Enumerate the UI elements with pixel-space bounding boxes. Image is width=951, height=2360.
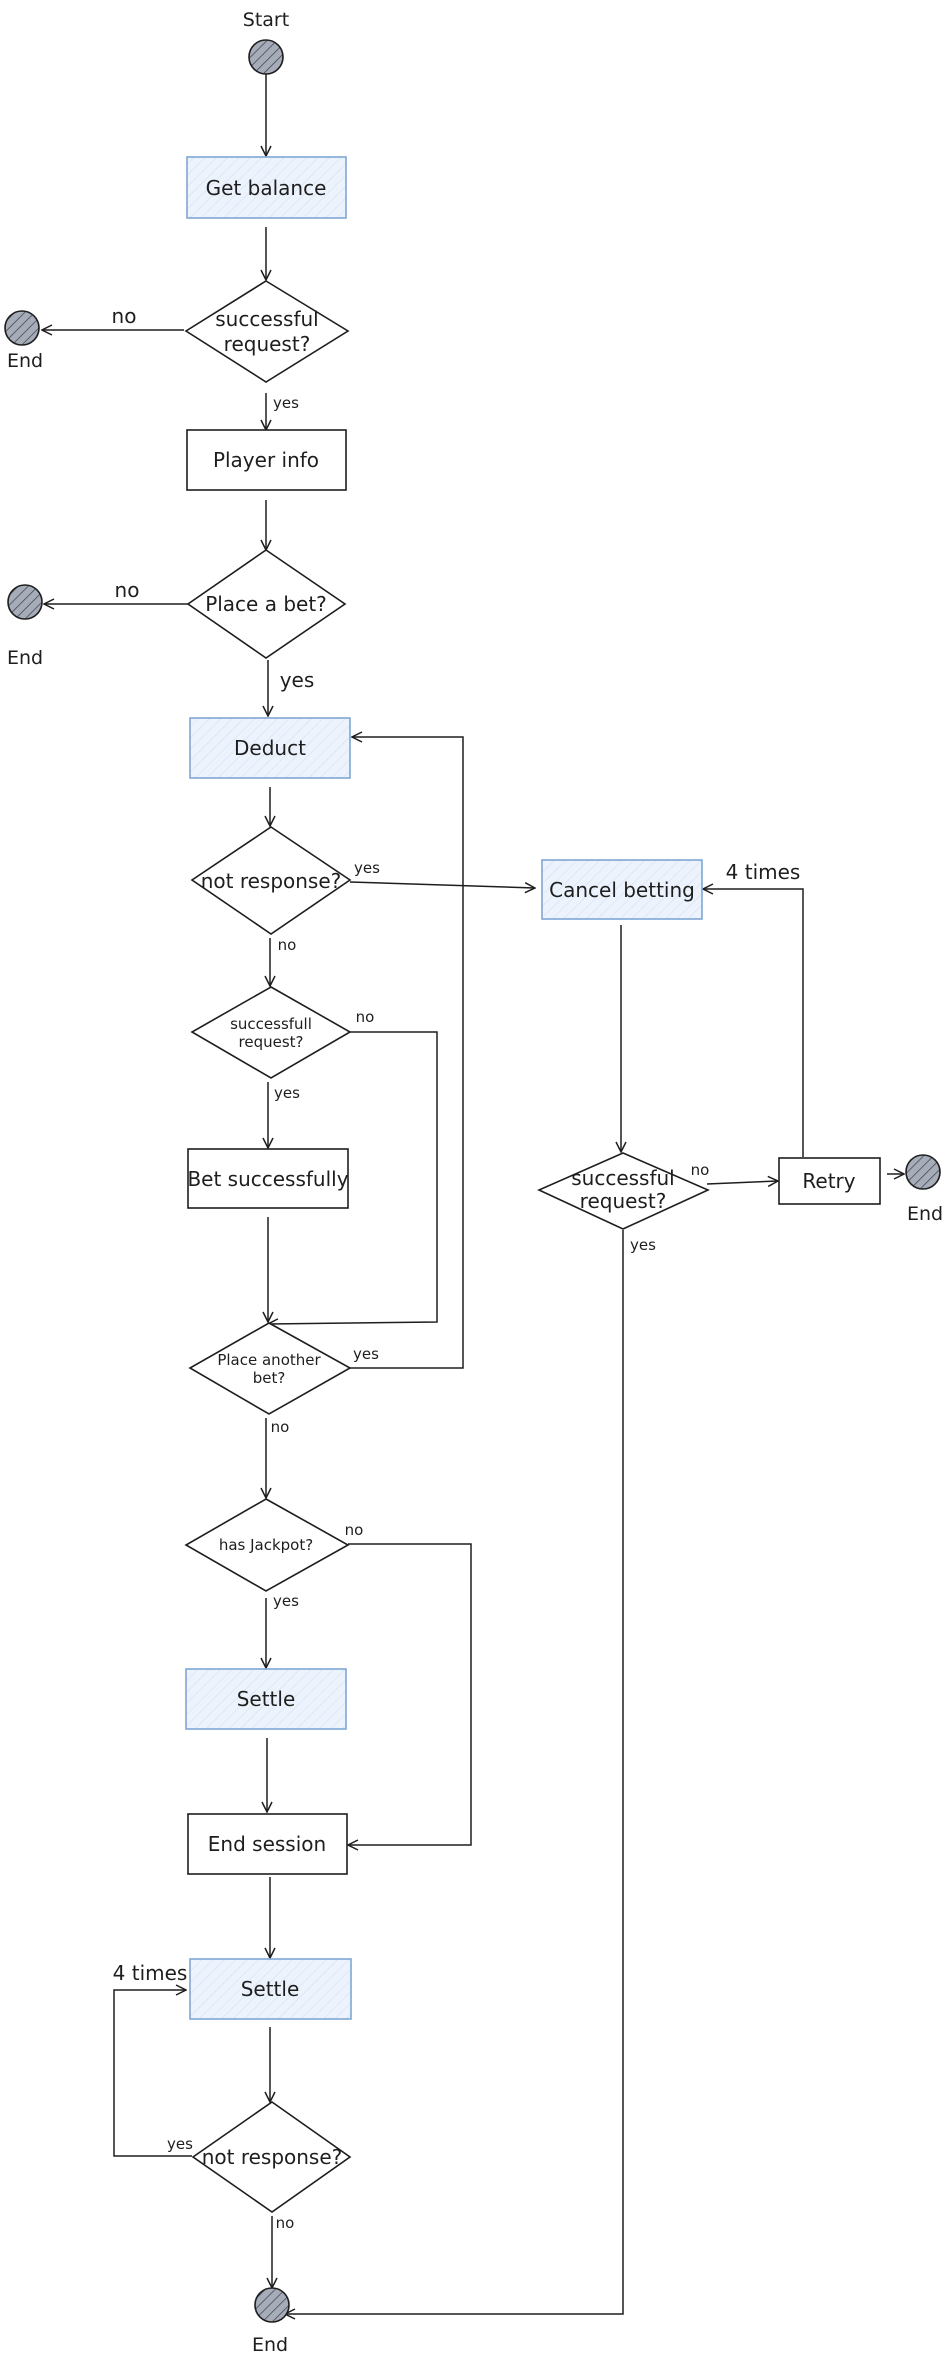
svg-text:request?: request? [580,1189,667,1213]
edge-decision3-no-retry [706,1181,778,1184]
edge-labels: no yes no yes yes no no yes yes no no ye… [112,304,801,2232]
label-yes-5: yes [353,1345,379,1363]
node-cancel-betting: Cancel betting [541,859,703,920]
svg-text:Place another: Place another [217,1351,321,1369]
label-yes-8: yes [630,1236,656,1254]
start-label: Start [243,9,289,31]
edge-not-response-yes-cancel [349,881,535,888]
decision-place-a-bet: Place a bet? [186,549,347,659]
decision-has-jackpot: has Jackpot? [184,1498,350,1592]
node-settle-1: Settle [185,1668,347,1730]
label-no-6: no [345,1521,364,1539]
label-no-4: no [356,1008,375,1026]
svg-text:End session: End session [208,1832,326,1856]
label-no-1: no [112,304,137,328]
svg-text:Get balance: Get balance [206,176,327,200]
node-retry: Retry [778,1157,881,1205]
edges [42,72,904,2314]
label-no-7: no [276,2214,295,2232]
svg-text:Place a bet?: Place a bet? [205,592,327,616]
end-terminal-1 [4,310,40,346]
end-terminal-4 [254,2287,290,2323]
svg-text:bet?: bet? [253,1369,286,1387]
svg-text:not response?: not response? [202,2145,343,2169]
decision-not-response-2: not response? [191,2101,352,2213]
svg-text:Retry: Retry [802,1169,855,1193]
label-no-3: no [278,936,297,954]
end-label-4: End [252,2334,288,2356]
edge-decision3-yes-end [285,1230,624,2314]
end-terminal-2 [7,584,43,620]
label-yes-3: yes [354,859,380,877]
label-four-times-2: 4 times [726,860,801,884]
end-label-1: End [7,350,43,372]
terminals: Start End End End End [4,9,943,2356]
end-label-2: End [7,647,43,669]
node-bet-successfully: Bet successfully [187,1148,349,1209]
edge-jackpot-no-end-session [348,1543,472,1845]
label-yes-1: yes [273,394,299,412]
end-terminal-3 [905,1154,941,1190]
process-nodes: Get balance Player info Deduct Bet succe… [185,156,881,2020]
label-yes-2: yes [280,668,315,692]
node-settle-2: Settle [189,1958,352,2020]
decision-not-response-1: not response? [190,826,352,935]
label-yes-7: yes [167,2135,193,2153]
start-terminal [248,39,284,75]
decision-successful-request-1: successful request? [184,280,350,383]
label-no-2: no [115,578,140,602]
edge-retry-loop-cancel [703,889,804,1157]
svg-text:Settle: Settle [237,1687,296,1711]
svg-text:Bet successfully: Bet successfully [187,1167,348,1191]
edge-decision2-no-place-another [268,1031,438,1324]
node-player-info: Player info [186,429,347,491]
node-deduct: Deduct [189,717,351,779]
svg-text:Cancel betting: Cancel betting [549,878,695,902]
node-end-session: End session [187,1813,348,1875]
svg-text:Deduct: Deduct [234,736,306,760]
node-get-balance: Get balance [186,156,347,219]
svg-text:not response?: not response? [201,869,342,893]
decision-place-another-bet: Place another bet? [188,1322,352,1415]
svg-text:successfull: successfull [230,1015,312,1033]
edge-not-response2-yes-loop [113,1990,192,2157]
label-no-5: no [271,1418,290,1436]
svg-text:successful: successful [571,1166,675,1190]
svg-text:Player info: Player info [213,448,319,472]
label-yes-6: yes [273,1592,299,1610]
svg-text:request?: request? [224,332,311,356]
decision-successfull-request-2: successfull request? [190,986,352,1079]
svg-text:has Jackpot?: has Jackpot? [219,1536,313,1554]
label-no-8: no [691,1161,710,1179]
decision-nodes: successful request? Place a bet? not res… [184,280,710,2213]
edge-place-another-yes-deduct [350,737,464,1369]
svg-text:request?: request? [239,1033,304,1051]
label-four-times-1: 4 times [113,1961,188,1985]
end-label-3: End [907,1203,943,1225]
label-yes-4: yes [274,1084,300,1102]
decision-successful-request-3: successful request? [537,1152,710,1230]
svg-text:Settle: Settle [241,1977,300,2001]
svg-text:successful: successful [215,307,319,331]
